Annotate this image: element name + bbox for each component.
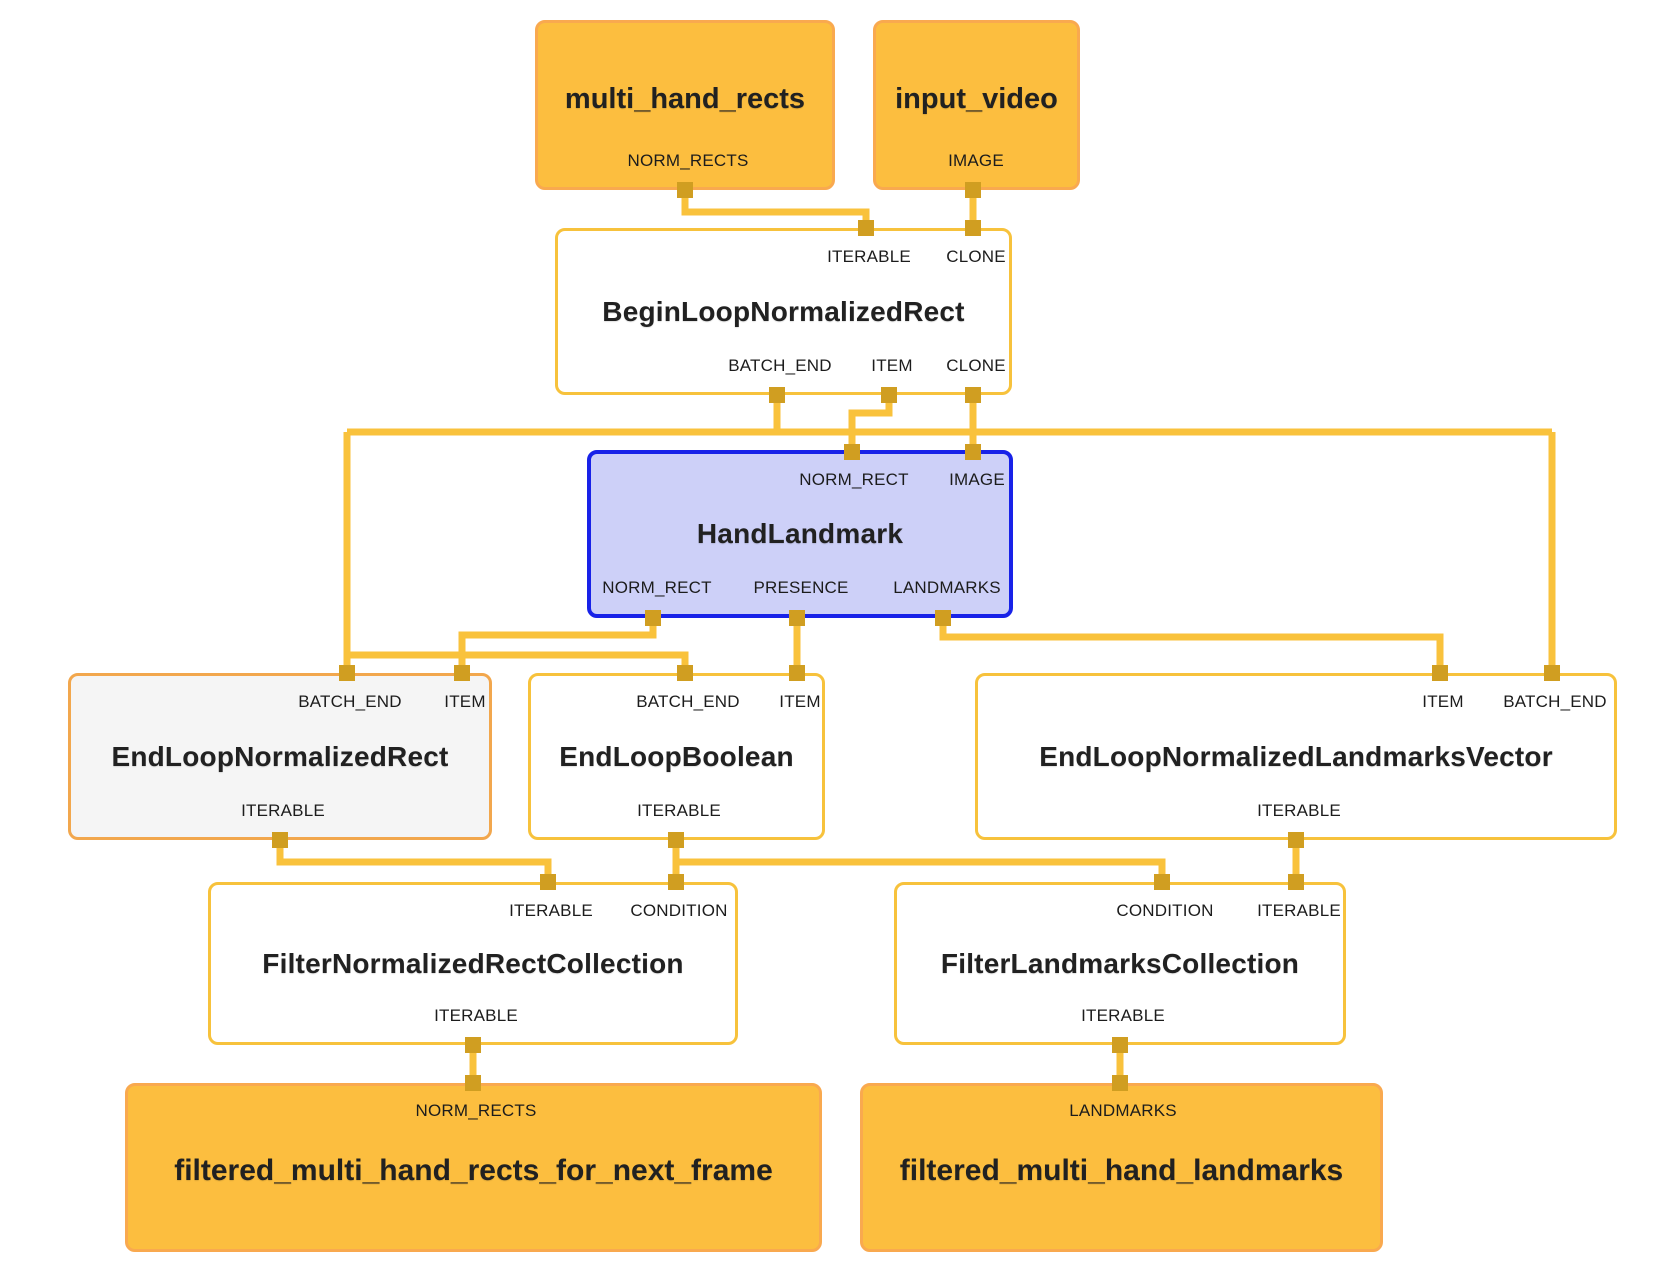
node-title-hand-landmark: HandLandmark [696,518,904,549]
node-filtered-multi-hand-rects[interactable]: NORM_RECTS filtered_multi_hand_rects_for… [125,1083,822,1252]
node-hand-landmark[interactable]: NORM_RECT IMAGE HandLandmark NORM_RECT P… [587,450,1013,618]
edge-condition-split [672,840,1166,882]
node-filter-normalized-rect-collection[interactable]: ITERABLE CONDITION FilterNormalizedRectC… [208,882,738,1045]
port-label-batch-end-out: BATCH_END [728,356,832,375]
port-label-norm-rect-out: NORM_RECT [602,578,712,597]
port-label-item-in: ITEM [444,692,486,711]
port-label-image-out: IMAGE [948,151,1004,170]
node-title-begin-loop: BeginLoopNormalizedRect [602,295,965,327]
port-label-iterable-in: ITERABLE [1257,901,1341,920]
node-begin-loop-normalized-rect[interactable]: ITERABLE CLONE BeginLoopNormalizedRect B… [555,228,1012,395]
edge-norm-rects-to-iterable [681,190,870,228]
port-label-item-out: ITEM [871,356,913,375]
node-title-input-video: input_video [895,83,1058,115]
port-label-norm-rect-in: NORM_RECT [799,470,909,489]
port-label-iterable-out: ITERABLE [434,1006,518,1025]
edge-iterable-to-filter-rect [276,840,552,882]
port-label-iterable-out: ITERABLE [637,801,721,820]
node-input-video[interactable]: input_video IMAGE [873,20,1080,190]
port-label-iterable-out: ITERABLE [241,801,325,820]
port-label-batch-end-in: BATCH_END [636,692,740,711]
node-title-end-loop-rect: EndLoopNormalizedRect [111,740,449,772]
node-filtered-multi-hand-landmarks[interactable]: LANDMARKS filtered_multi_hand_landmarks [860,1083,1383,1252]
port-label-clone-out: CLONE [946,356,1006,375]
port-label-iterable-out: ITERABLE [1081,1006,1165,1025]
port-label-iterable-in: ITERABLE [509,901,593,920]
port-label-presence-out: PRESENCE [753,578,849,597]
port-label-batch-end-in: BATCH_END [298,692,402,711]
node-title-filter-landmarks: FilterLandmarksCollection [940,947,1300,979]
node-end-loop-boolean[interactable]: BATCH_END ITEM EndLoopBoolean ITERABLE [528,673,825,840]
port-label-condition-in: CONDITION [1116,901,1214,920]
node-multi-hand-rects[interactable]: multi_hand_rects NORM_RECTS [535,20,835,190]
node-title-filter-rect: FilterNormalizedRectCollection [262,947,684,979]
port-label-item-in: ITEM [779,692,821,711]
node-end-loop-normalized-rect[interactable]: BATCH_END ITEM EndLoopNormalizedRect ITE… [68,673,492,840]
node-title-end-loop-boolean: EndLoopBoolean [559,740,794,772]
node-title-filtered-rects: filtered_multi_hand_rects_for_next_frame [174,1154,773,1187]
port-label-item-in: ITEM [1422,692,1464,711]
port-label-landmarks-out: LANDMARKS [893,578,1001,597]
port-label-batch-end-in: BATCH_END [1503,692,1607,711]
node-title-filtered-landmarks: filtered_multi_hand_landmarks [899,1154,1344,1187]
port-label-norm-rects-out: NORM_RECTS [627,151,749,170]
port-label-norm-rects-in: NORM_RECTS [415,1101,537,1120]
port-label-clone-in: CLONE [946,247,1006,266]
edge-norm-rect-to-item [458,618,657,673]
node-title-end-loop-landmarks: EndLoopNormalizedLandmarksVector [1039,740,1553,772]
node-end-loop-normalized-landmarks-vector[interactable]: ITEM BATCH_END EndLoopNormalizedLandmark… [975,673,1617,840]
port-label-iterable-out: ITERABLE [1257,801,1341,820]
port-label-image-in: IMAGE [949,470,1005,489]
edge-item-to-norm-rect [848,395,893,452]
port-label-landmarks-in: LANDMARKS [1069,1101,1177,1120]
edge-landmarks-to-item [939,618,1444,673]
port-label-condition-in: CONDITION [630,901,728,920]
node-filter-landmarks-collection[interactable]: CONDITION ITERABLE FilterLandmarksCollec… [894,882,1346,1045]
port-label-iterable-in: ITERABLE [827,247,911,266]
node-title-multi-hand-rects: multi_hand_rects [564,83,806,115]
